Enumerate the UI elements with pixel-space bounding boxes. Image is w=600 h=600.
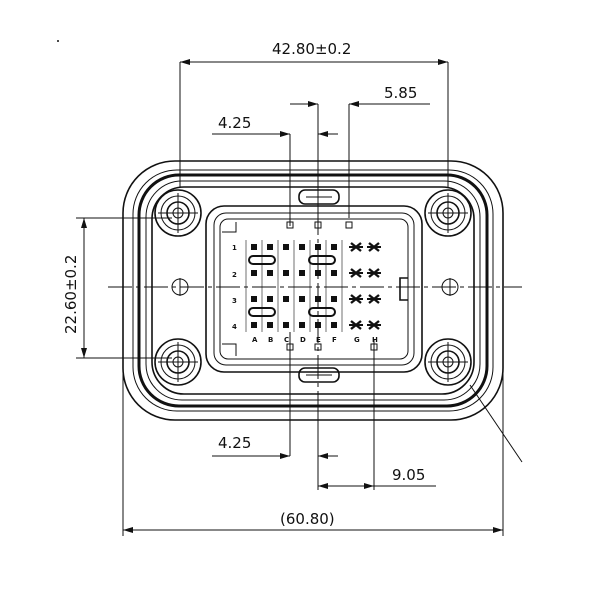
corner-dot — [57, 40, 59, 42]
centerlines — [108, 175, 522, 395]
dimension-top-right-offset — [290, 101, 430, 226]
contact-pin — [283, 270, 289, 276]
column-label: D — [300, 336, 306, 344]
latch-tab-top — [298, 189, 340, 205]
contact-pin — [251, 296, 257, 302]
contact-pin — [315, 244, 321, 250]
cavity-tick — [314, 343, 322, 351]
dimension-label-total-width: (60.80) — [280, 510, 335, 528]
contact-pin — [315, 322, 321, 328]
dimension-bottom-left-offset — [212, 332, 338, 490]
row-label: 2 — [232, 271, 237, 279]
signal-pin-bar — [349, 246, 363, 248]
signal-pin-bar — [349, 272, 363, 274]
dimension-overall-width — [179, 59, 449, 188]
contact-pin — [267, 270, 273, 276]
column-label: H — [372, 336, 378, 344]
dimension-label-top-left-offset: 4.25 — [218, 114, 251, 132]
column-label: F — [332, 336, 337, 344]
signal-pin-bar — [349, 298, 363, 300]
signal-pin-bar — [367, 272, 381, 274]
contact-pin — [267, 322, 273, 328]
dimension-bottom-right-offset — [318, 340, 436, 490]
contact-pin — [299, 244, 305, 250]
housing-outline — [122, 160, 504, 421]
contact-pin — [299, 270, 305, 276]
row-label: 4 — [232, 323, 237, 331]
contact-pin — [299, 322, 305, 328]
contact-pin — [315, 296, 321, 302]
column-label: A — [252, 336, 258, 344]
contact-pin — [299, 296, 305, 302]
power-contact — [308, 255, 336, 265]
contact-pin — [331, 296, 337, 302]
contact-pin — [331, 244, 337, 250]
contact-pin — [283, 322, 289, 328]
pin-receptacle — [205, 205, 423, 373]
dimension-label-overall-width: 42.80±0.2 — [272, 40, 351, 58]
contact-pin — [267, 244, 273, 250]
dimension-label-bottom-right-offset: 9.05 — [392, 466, 425, 484]
signal-pin-bar — [367, 324, 381, 326]
dimension-height — [76, 217, 172, 359]
dimension-label-height: 22.60±0.2 — [62, 255, 80, 334]
latch-tab-bottom — [298, 367, 340, 383]
cavity-tick — [345, 221, 353, 229]
contact-pin — [331, 322, 337, 328]
contact-pin — [251, 322, 257, 328]
contact-pin — [251, 270, 257, 276]
signal-pin-bar — [367, 298, 381, 300]
row-label: 1 — [232, 244, 237, 252]
contact-pin — [251, 244, 257, 250]
row-label: 3 — [232, 297, 237, 305]
signal-pin-bar — [349, 324, 363, 326]
leader-line — [469, 384, 523, 463]
contact-pin — [267, 296, 273, 302]
signal-pin-bar — [367, 246, 381, 248]
power-contact — [308, 307, 336, 317]
contact-pin — [283, 244, 289, 250]
contact-pin — [315, 270, 321, 276]
column-label: G — [354, 336, 360, 344]
pin-field — [245, 221, 381, 351]
contact-pin — [331, 270, 337, 276]
column-label: E — [316, 336, 321, 344]
column-label: C — [284, 336, 289, 344]
dimension-label-top-right-offset: 5.85 — [384, 84, 417, 102]
column-label: B — [268, 336, 273, 344]
dimension-total-width — [122, 300, 504, 536]
dimension-label-bottom-left-offset: 4.25 — [218, 434, 251, 452]
contact-pin — [283, 296, 289, 302]
dimension-top-left-offset — [212, 131, 338, 226]
